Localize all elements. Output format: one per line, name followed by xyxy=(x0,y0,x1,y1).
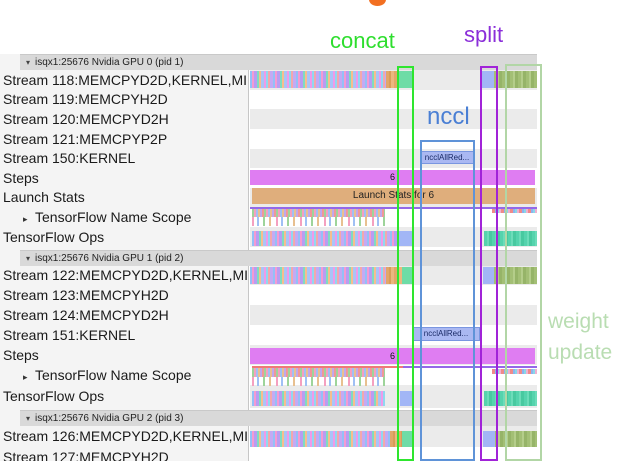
expand-triangle-icon: ▸ xyxy=(23,372,28,382)
section-header-gpu2[interactable]: ▾ isqx1:25676 Nvidia GPU 2 (pid 3) xyxy=(20,410,537,426)
annotation-nccl: nccl xyxy=(427,103,470,130)
name-scope-right-marks-gpu0 xyxy=(492,209,537,213)
tf-ops-blue-gpu0[interactable] xyxy=(398,231,413,246)
row-label-stream-118: Stream 118:MEMCPYD2D,KERNEL,MI xyxy=(3,72,247,88)
row-label-tf-name-scope-gpu1[interactable]: ▸ TensorFlow Name Scope xyxy=(0,365,247,385)
name-scope-right-marks-gpu1 xyxy=(492,369,537,374)
row-label-tf-name-scope-gpu0[interactable]: ▸ TensorFlow Name Scope xyxy=(0,207,247,227)
name-scope-strip-gpu1[interactable] xyxy=(252,368,385,377)
row-label-stream-150: Stream 150:KERNEL xyxy=(3,150,136,166)
stream118-event-weight-update[interactable] xyxy=(494,71,537,88)
section-header-gpu0[interactable]: ▾ isqx1:25676 Nvidia GPU 0 (pid 1) xyxy=(20,54,537,70)
stream122-event-strip[interactable] xyxy=(250,267,386,284)
concat-region-outline xyxy=(397,66,414,461)
orange-marker-fragment xyxy=(369,0,386,6)
name-scope-flow-line-pink-gpu1 xyxy=(252,366,403,368)
row-label-stream-124: Stream 124:MEMCPYD2H xyxy=(3,307,169,323)
row-label-stream-120: Stream 120:MEMCPYD2H xyxy=(3,111,169,127)
timeline-row-bg xyxy=(250,305,537,325)
row-label-stream-122: Stream 122:MEMCPYD2D,KERNEL,MI xyxy=(3,267,247,283)
name-scope-strip-gpu0[interactable] xyxy=(252,209,385,217)
row-label-stream-126: Stream 126:MEMCPYD2D,KERNEL,MI xyxy=(3,428,247,444)
section-header-label: isqx1:25676 Nvidia GPU 2 (pid 3) xyxy=(35,413,184,424)
row-label-tf-ops-gpu0: TensorFlow Ops xyxy=(3,229,105,245)
split-region-outline xyxy=(480,66,498,461)
steps-bar-gpu0[interactable]: 6 xyxy=(250,170,535,185)
nccl-region-outline xyxy=(420,140,475,461)
weight-update-region-outline xyxy=(505,64,542,461)
tf-ops-strip-gpu0[interactable] xyxy=(252,231,398,246)
row-label-stream-121: Stream 121:MEMCPYP2P xyxy=(3,131,168,147)
section-header-label: isqx1:25676 Nvidia GPU 1 (pid 2) xyxy=(35,253,184,264)
annotation-weight-update: weight update xyxy=(548,310,613,364)
launch-stats-bar[interactable]: Launch Stats for 6 xyxy=(252,188,535,204)
stream118-event-concat[interactable] xyxy=(399,71,413,88)
row-label-text: TensorFlow Name Scope xyxy=(35,209,192,225)
row-label-tf-ops-gpu1: TensorFlow Ops xyxy=(3,388,105,404)
annotation-split: split xyxy=(464,22,504,47)
row-label-steps-gpu0: Steps xyxy=(3,170,39,186)
stream122-event-concat[interactable] xyxy=(402,267,413,284)
nccl-allreduce-bar-gpu1[interactable]: ncclAllRed... xyxy=(412,327,480,341)
row-label-stream-151: Stream 151:KERNEL xyxy=(3,327,136,343)
stream126-event-concat[interactable] xyxy=(402,431,413,447)
steps-bar-gpu1[interactable]: 6 xyxy=(250,348,535,364)
collapse-triangle-icon: ▾ xyxy=(26,254,31,263)
stream126-event-orange[interactable] xyxy=(390,431,402,447)
stream118-event-orange[interactable] xyxy=(386,71,399,88)
row-label-text: TensorFlow Name Scope xyxy=(35,367,192,383)
expand-triangle-icon: ▸ xyxy=(23,214,28,224)
section-header-gpu1[interactable]: ▾ isqx1:25676 Nvidia GPU 1 (pid 2) xyxy=(20,250,537,266)
name-scope-flow-line-gpu1 xyxy=(403,366,537,368)
tf-ops-strip-gpu1[interactable] xyxy=(252,391,385,406)
stream118-event-strip[interactable] xyxy=(250,71,386,88)
row-label-steps-gpu1: Steps xyxy=(3,347,39,363)
stream122-event-weight-update[interactable] xyxy=(494,267,537,284)
name-scope-strip-ragged-gpu1 xyxy=(252,377,385,386)
tf-ops-blue-gpu1[interactable] xyxy=(400,391,412,406)
collapse-triangle-icon: ▾ xyxy=(26,58,31,67)
stream122-event-split[interactable] xyxy=(483,267,494,284)
collapse-triangle-icon: ▾ xyxy=(26,414,31,423)
annotation-concat: concat xyxy=(330,28,395,53)
stream126-event-split[interactable] xyxy=(483,431,495,447)
stream118-event-split[interactable] xyxy=(482,71,494,88)
stream126-event-strip[interactable] xyxy=(250,431,390,447)
row-label-stream-123: Stream 123:MEMCPYH2D xyxy=(3,287,169,303)
section-header-label: isqx1:25676 Nvidia GPU 0 (pid 1) xyxy=(35,57,184,68)
name-scope-flow-line-gpu0 xyxy=(250,207,537,209)
row-label-launch-stats: Launch Stats xyxy=(3,189,85,205)
row-label-stream-127: Stream 127:MEMCPYH2D xyxy=(3,449,169,461)
row-label-stream-119: Stream 119:MEMCPYH2D xyxy=(3,91,168,107)
name-scope-strip-ragged-gpu0 xyxy=(252,217,385,226)
timeline-row-bg xyxy=(250,109,537,129)
